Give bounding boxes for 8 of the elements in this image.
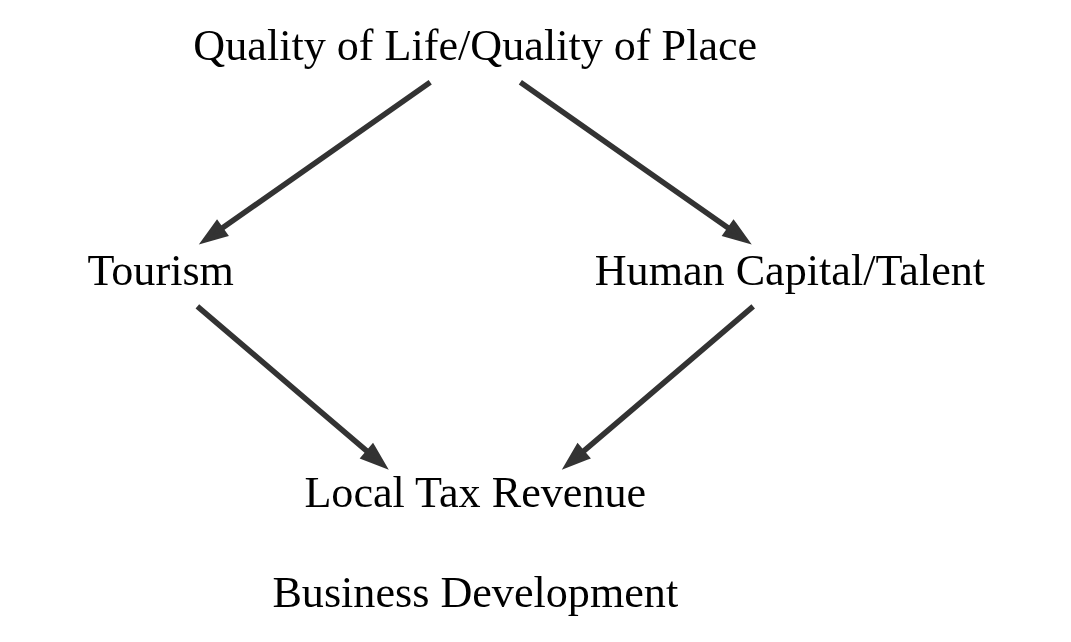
node-text: Tourism — [86, 245, 234, 295]
arrow — [518, 79, 752, 245]
node-text: Quality of Life/Quality of Place — [192, 21, 757, 71]
arrow — [561, 304, 755, 470]
arrow — [195, 304, 389, 470]
node-text: Local Tax Revenue Business Development — [271, 468, 678, 617]
arrow — [198, 79, 432, 245]
node-text: Human Capital/Talent — [594, 245, 985, 295]
